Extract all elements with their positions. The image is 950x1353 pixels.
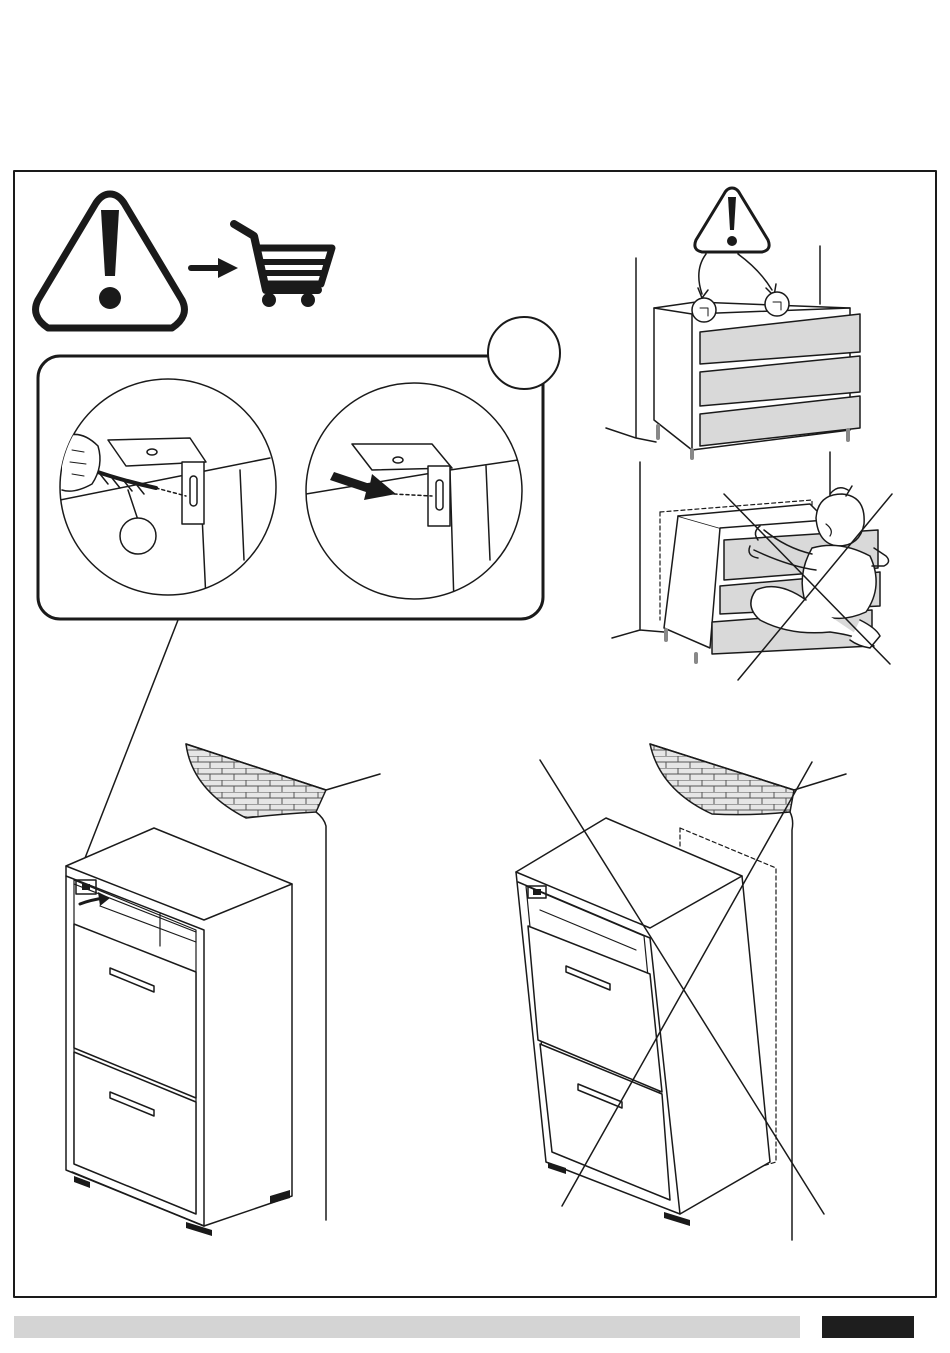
footer-bar: [14, 1316, 800, 1338]
tipping-cabinet-crossed-out: [516, 744, 846, 1240]
warning-triangle-small-icon: [695, 188, 769, 252]
page-number: [822, 1316, 914, 1338]
warning-triangle-icon: [36, 194, 185, 328]
step-number-badge: [488, 317, 560, 389]
anchored-cabinet: [66, 744, 380, 1236]
child-climbing-drawers-crossed-out: [612, 452, 892, 680]
shopping-cart-icon: [234, 224, 332, 307]
arrow-right-icon: [191, 258, 238, 278]
anchored-dresser: [606, 188, 860, 458]
